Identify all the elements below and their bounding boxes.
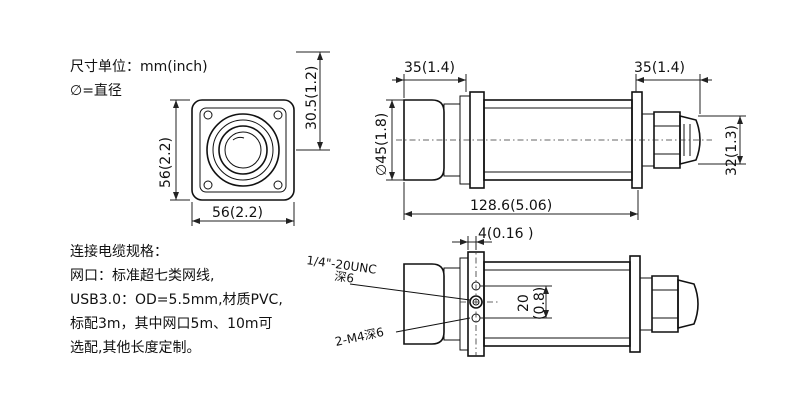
side-view: 35(1.4) 35(1.4) ∅45(1.8) 32(1.3) 128.6(5… [374, 60, 746, 220]
cable-spec-line: 连接电缆规格： [70, 244, 168, 260]
thread-depth-label: 深6 [334, 269, 355, 286]
gland-length-dim: 35(1.4) [634, 60, 685, 76]
gland-cap [679, 114, 701, 166]
screw-icon [273, 180, 283, 190]
cable-spec-line: 选配,其他长度定制。 [70, 340, 201, 356]
camera-body-bottom [483, 261, 631, 347]
screw-icon [203, 180, 213, 190]
front-width-dim: 56(2.2) [212, 205, 263, 221]
lens-mount-outer [206, 113, 280, 187]
lens-ring-bottom [443, 267, 461, 341]
gland-base-bottom [639, 277, 653, 331]
m4-label: 2-M4深6 [334, 325, 385, 349]
front-plate-bottom [459, 257, 469, 351]
diameter-note: ∅=直径 [70, 83, 122, 99]
gland-nut [653, 111, 681, 169]
front-flange-inner [199, 107, 287, 193]
lens-length-dim: 35(1.4) [404, 60, 455, 76]
lens-highlight [232, 136, 245, 141]
cable-spec-line: USB3.0：OD=5.5mm,材质PVC, [70, 292, 283, 308]
gland-nut-bottom [651, 275, 679, 333]
gland-cap-bottom [677, 278, 699, 330]
lens-mount-ring [212, 119, 274, 181]
diameter-dim: ∅45(1.8) [374, 113, 390, 176]
screw-icon [203, 110, 213, 120]
thread-leader [349, 283, 471, 301]
front-flange [191, 99, 295, 201]
cable-spec-line: 标配3m，其中网口5m、10m可 [70, 316, 273, 332]
rear-flange-bottom [629, 255, 641, 353]
hole-spacing-dim: 20 [516, 294, 532, 312]
lens-barrel-bottom [403, 263, 445, 345]
hole-spacing-inch: (0.8) [532, 287, 548, 320]
gland-height-dim: 32(1.3) [724, 125, 740, 176]
lens-aperture [218, 125, 268, 175]
front-offset-dim: 30.5(1.2) [304, 66, 320, 130]
unit-note: 尺寸单位：mm(inch) [70, 59, 208, 75]
front-view: 56(2.2) 56(2.2) 30.5(1.2) [158, 51, 330, 226]
bottom-offset-dim: 4(0.16 ) [478, 226, 533, 242]
cable-spec-line: 网口：标准超七类网线, [70, 268, 215, 284]
bottom-view: 4(0.16 ) 20 (0.8) 1/4"-20UNC 深6 2-M4深6 [306, 226, 699, 357]
screw-icon [273, 110, 283, 120]
front-height-dim: 56(2.2) [158, 137, 174, 188]
lens-inner [224, 131, 262, 169]
m4-leader [395, 317, 471, 333]
total-length-dim: 128.6(5.06) [470, 198, 552, 214]
